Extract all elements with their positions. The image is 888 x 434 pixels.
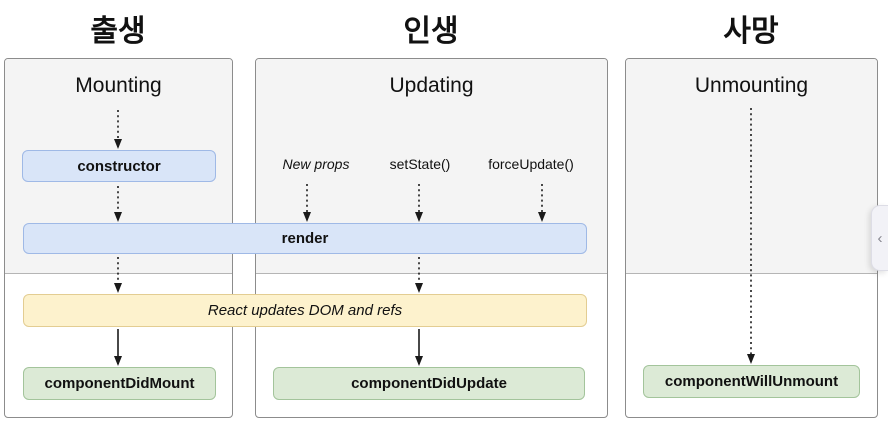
node-render: render [23, 223, 587, 254]
panel-mounting-title: Mounting [75, 74, 162, 97]
trigger-force-update: forceUpdate() [488, 156, 574, 172]
node-component-did-update: componentDidUpdate [273, 367, 585, 400]
chevron-left-icon: ‹ [877, 229, 883, 247]
heading-birth: 출생 [90, 15, 146, 48]
node-component-will-unmount: componentWillUnmount [643, 365, 860, 398]
heading-life: 인생 [403, 15, 459, 48]
panel-unmounting-title: Unmounting [694, 74, 809, 97]
node-constructor: constructor [22, 150, 216, 182]
panel-unmounting: Unmounting [625, 58, 878, 418]
trigger-new-props: New props [282, 156, 350, 172]
heading-death: 사망 [723, 15, 779, 48]
panel-updating-title: Updating [389, 74, 474, 97]
node-component-did-mount: componentDidMount [23, 367, 216, 400]
side-panel-toggle[interactable]: ‹ [871, 205, 888, 271]
node-react-updates-dom: React updates DOM and refs [23, 294, 587, 327]
trigger-set-state: setState() [389, 156, 451, 172]
